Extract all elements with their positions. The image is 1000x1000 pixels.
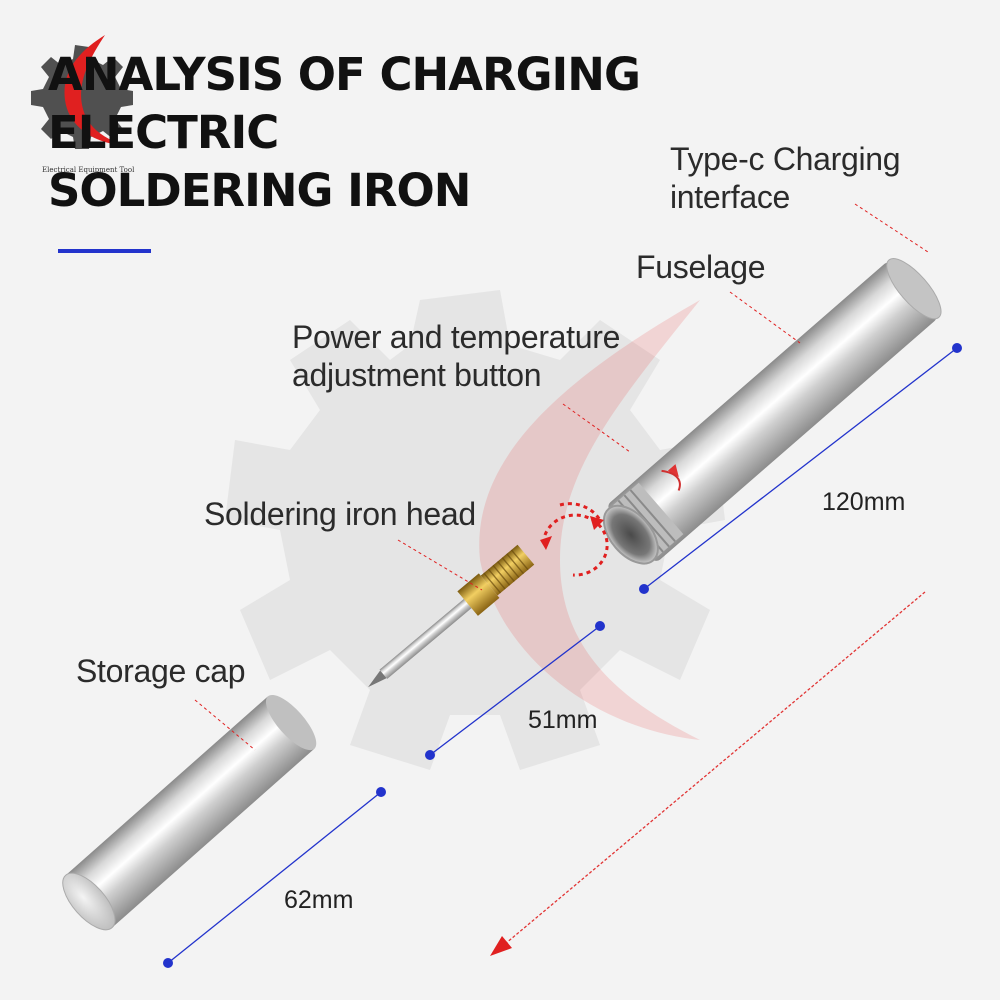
watermark-gear-icon [225, 290, 725, 770]
page-title: ANALYSIS OF CHARGING ELECTRIC SOLDERING … [48, 46, 641, 220]
label-button-line-2: adjustment button [292, 357, 542, 393]
title-line-1: ANALYSIS OF CHARGING [48, 48, 641, 101]
label-soldering-head: Soldering iron head [204, 496, 476, 532]
dimension-head: 51mm [528, 706, 598, 734]
label-charging-line-2: interface [670, 179, 791, 215]
label-charging-interface: Type-c Charging interface [670, 140, 901, 216]
gear-logo-icon [31, 35, 133, 149]
watermark-swoosh-icon [479, 300, 700, 740]
label-power-button: Power and temperature adjustment button [292, 318, 620, 394]
dimension-cap: 62mm [284, 886, 354, 914]
storage-cap [62, 694, 317, 931]
circular-arrow-head [540, 536, 552, 550]
label-charging-line-1: Type-c Charging [670, 141, 901, 177]
title-line-2: ELECTRIC [48, 106, 279, 159]
title-line-3: SOLDERING IRON [48, 164, 471, 217]
brand-subtitle: Electrical Equipment Tool [42, 166, 135, 174]
direction-arrow-icon [490, 591, 926, 956]
label-button-line-1: Power and temperature [292, 319, 621, 355]
dimension-lines [163, 343, 962, 968]
label-storage-cap: Storage cap [76, 653, 246, 689]
soldering-iron-head [368, 544, 535, 688]
fuselage-body [602, 258, 942, 565]
title-underline [58, 249, 151, 253]
circular-arrow-head [590, 516, 604, 530]
leader-lines [194, 203, 929, 751]
circular-arrow-icon [543, 502, 609, 577]
dimension-body: 120mm [822, 488, 906, 516]
label-fuselage: Fuselage [636, 249, 766, 285]
